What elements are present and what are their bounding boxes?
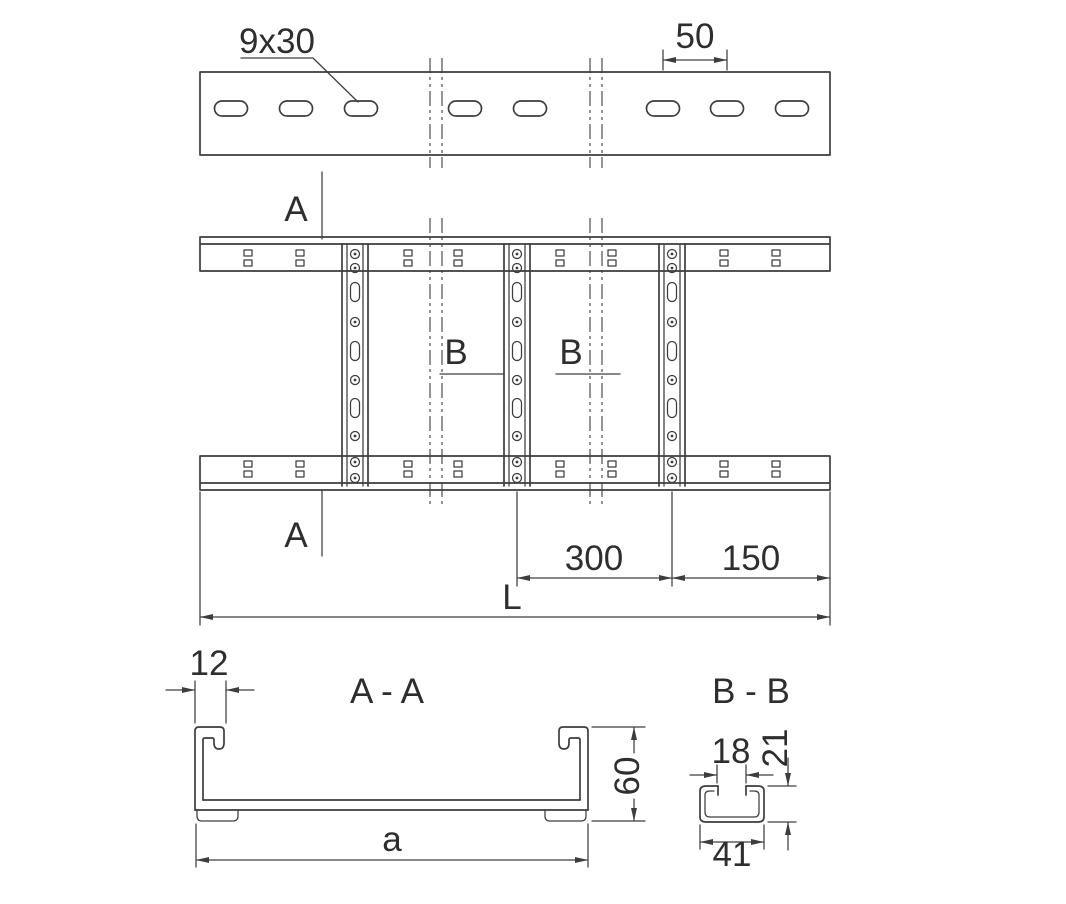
section-a-label-top: A <box>284 190 308 229</box>
aa-height-dimension-60: 60 <box>591 726 647 822</box>
dimension-lines <box>591 726 646 822</box>
section-b-label-right: B <box>559 333 582 372</box>
dimension-lines <box>195 823 589 868</box>
hole-pitch-dimension: 50 <box>662 17 728 71</box>
section-aa-title: A - A <box>350 672 425 711</box>
dimension-value-length: L <box>502 578 521 617</box>
pitch-dimension-value: 50 <box>676 17 715 56</box>
section-b-label-left: B <box>444 333 467 372</box>
arrowhead <box>575 857 588 863</box>
section-a-marks: A A <box>284 171 323 557</box>
overall-length-dimension: L <box>199 491 831 626</box>
dimension-lines <box>165 680 255 724</box>
plan-view: A A B B 300 150 L <box>199 171 831 626</box>
bb-width-dimension-41: 41 <box>699 824 765 874</box>
rung-spacing-dimension-300: 300 <box>516 491 673 587</box>
rail-square-holes <box>243 249 781 478</box>
section-b-marks: B B <box>439 333 621 375</box>
dimension-value-150: 150 <box>722 539 780 578</box>
arrowhead <box>751 839 764 845</box>
arrowhead <box>517 575 530 581</box>
bottom-side-rail <box>199 455 831 491</box>
section-a-label-bottom: A <box>284 516 308 555</box>
rail-slot-holes <box>213 100 810 117</box>
aa-left-wall-with-hook <box>194 726 225 811</box>
side-rail-outline <box>199 71 831 156</box>
dimension-value-300: 300 <box>565 539 623 578</box>
break-lines <box>429 58 603 508</box>
bb-inner-profile <box>704 790 760 818</box>
arrowhead <box>663 57 676 63</box>
arrowhead <box>631 727 637 740</box>
dimension-lines <box>199 491 831 626</box>
arrowhead <box>200 614 213 620</box>
arrowhead <box>817 575 830 581</box>
section-bb-title: B - B <box>712 672 790 711</box>
arrowhead <box>746 772 759 778</box>
arrowhead <box>817 614 830 620</box>
arrowhead <box>700 839 713 845</box>
top-side-rail <box>199 236 831 272</box>
dimension-lines <box>689 764 774 784</box>
arrowhead <box>196 857 209 863</box>
section-bb-view: B - B 18 21 41 <box>689 672 797 874</box>
dimension-value-a: a <box>382 820 402 859</box>
section-aa-view: A - A 12 60 a <box>165 644 647 868</box>
dimension-lines <box>516 491 673 587</box>
dimension-value-41: 41 <box>713 835 752 874</box>
dimension-value-21: 21 <box>756 729 795 768</box>
aa-floor <box>194 799 589 811</box>
dimension-value-12: 12 <box>190 644 229 683</box>
bb-opening-lips <box>717 785 747 796</box>
arrowhead <box>704 772 717 778</box>
arrowhead <box>714 57 727 63</box>
dimension-value-18: 18 <box>712 732 751 771</box>
top-view: 9x30 50 <box>199 17 831 156</box>
bb-height-dimension-21: 21 <box>756 729 797 851</box>
slot-size-label: 9x30 <box>239 22 315 61</box>
aa-width-dimension-a: a <box>195 820 589 868</box>
arrowhead <box>785 822 791 835</box>
aa-right-wall-with-hook <box>558 726 589 811</box>
aa-feet <box>196 809 587 822</box>
arrowhead <box>785 773 791 786</box>
bb-opening-dimension-18: 18 <box>689 732 774 784</box>
slot-size-callout: 9x30 <box>239 22 359 103</box>
arrowhead <box>672 575 685 581</box>
rungs <box>341 243 686 487</box>
aa-flange-dimension-12: 12 <box>165 644 255 724</box>
end-spacing-dimension-150: 150 <box>671 491 831 626</box>
dimension-lines <box>767 757 797 851</box>
bb-outer-profile <box>699 785 765 823</box>
arrowhead <box>659 575 672 581</box>
arrowhead <box>631 808 637 821</box>
slot-callout-leader-line <box>240 57 359 103</box>
arrowhead <box>226 687 239 693</box>
dimension-value-60: 60 <box>608 757 647 796</box>
arrowhead <box>182 687 195 693</box>
dimension-lines <box>671 491 831 626</box>
